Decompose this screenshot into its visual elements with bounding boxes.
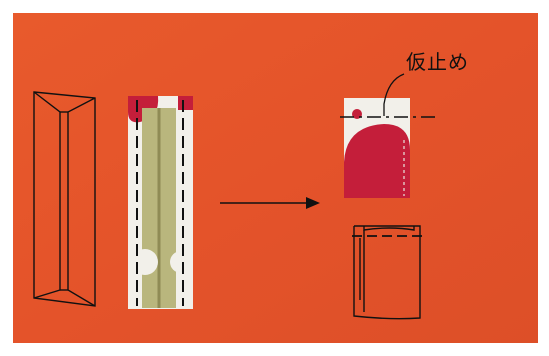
basting-callout-label: 仮止め [406, 50, 469, 74]
callout-leader [383, 73, 405, 116]
folded-piece-drawing [352, 225, 424, 320]
fabric-strip-with-zipper [128, 96, 193, 309]
orange-background [13, 13, 538, 343]
folded-fabric-piece [340, 73, 440, 198]
folded-strip-drawing [33, 91, 96, 307]
arrow [220, 197, 320, 209]
